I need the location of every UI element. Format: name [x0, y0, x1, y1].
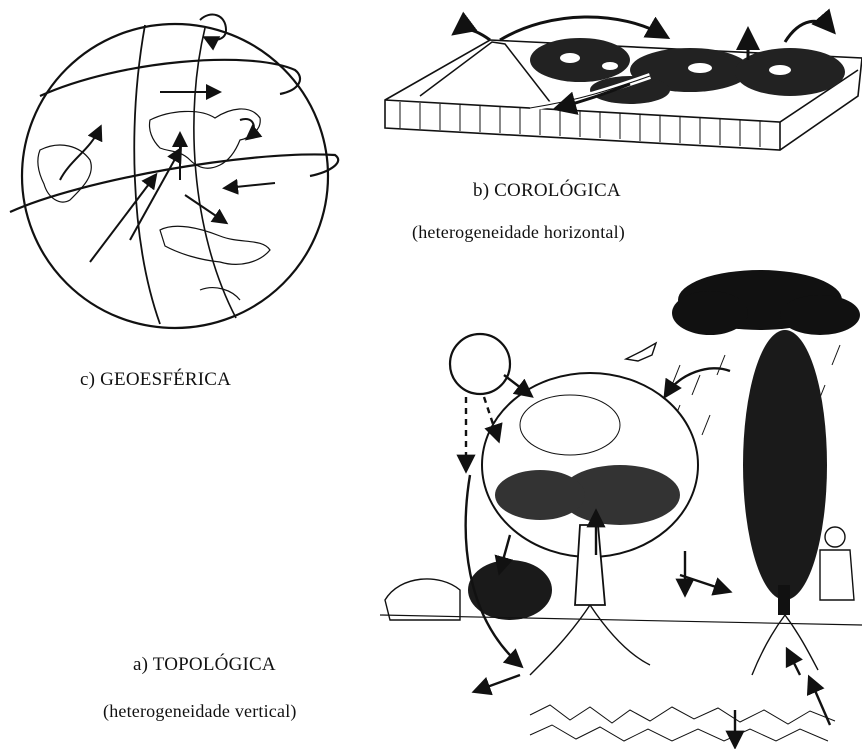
bird-icon: [626, 343, 656, 361]
geospheric-globe-illustration: [0, 0, 360, 350]
storm-cloud: [672, 270, 860, 335]
sun-icon: [450, 334, 510, 394]
sheep-icon: [385, 579, 460, 620]
topological-ecosystem-scene: [380, 255, 862, 749]
topological-sublabel: (heterogeneidade vertical): [103, 701, 297, 722]
person-icon: [820, 527, 854, 600]
topological-label: a) TOPOLÓGICA: [133, 654, 276, 676]
chorological-sublabel: (heterogeneidade horizontal): [412, 222, 625, 243]
chorological-landscape-block: [380, 10, 862, 160]
columnar-tree: [743, 330, 827, 615]
geospheric-label: c) GEOESFÉRICA: [80, 369, 231, 391]
chorological-label: b) COROLÓGICA: [473, 180, 621, 202]
